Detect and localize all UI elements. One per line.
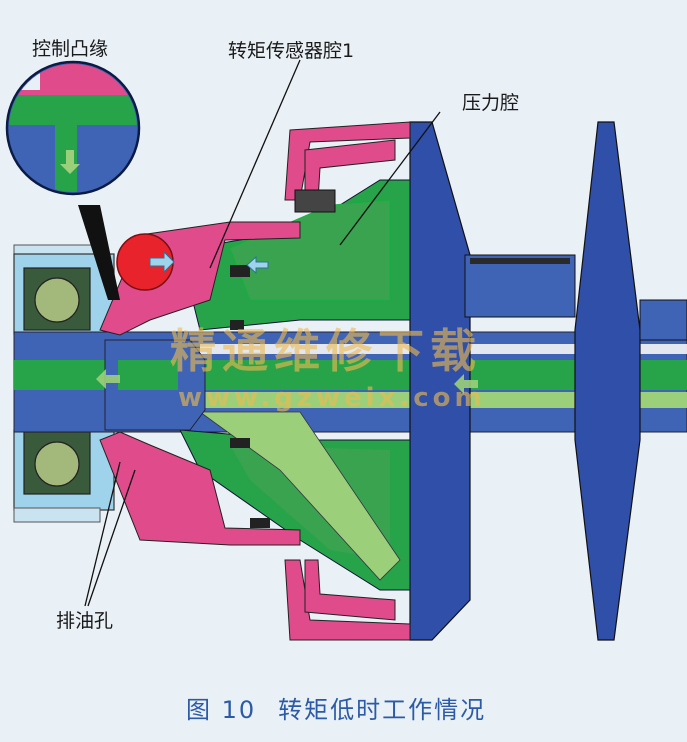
figure-number: 图 10: [186, 696, 257, 724]
label-control-cam: 控制凸缘: [32, 38, 109, 60]
center-insert: [104, 339, 206, 431]
label-pressure-chamber: 压力腔: [462, 92, 520, 114]
figure-title: 转矩低时工作情况: [278, 696, 487, 724]
watermark-url: www.gzweix.com: [178, 383, 486, 413]
leader-lines: [84, 59, 441, 607]
figure-caption: 图 10 转矩低时工作情况: [186, 698, 508, 722]
label-torque-sensor-chamber: 转矩传感器腔1: [228, 40, 355, 62]
watermark-text: 精通维修下载: [170, 324, 482, 378]
bearing-upper: [23, 267, 91, 331]
pulley-discs: [409, 121, 687, 641]
torque-sensor-zone: [116, 233, 269, 291]
oil-chamber-lower: [179, 411, 411, 591]
label-drain-hole: 排油孔: [56, 610, 114, 632]
flow-arrows: [96, 369, 478, 394]
seal-parts-lower: [99, 431, 411, 641]
control-cam-inset: [5, 60, 141, 300]
bearing-lower: [23, 431, 91, 495]
